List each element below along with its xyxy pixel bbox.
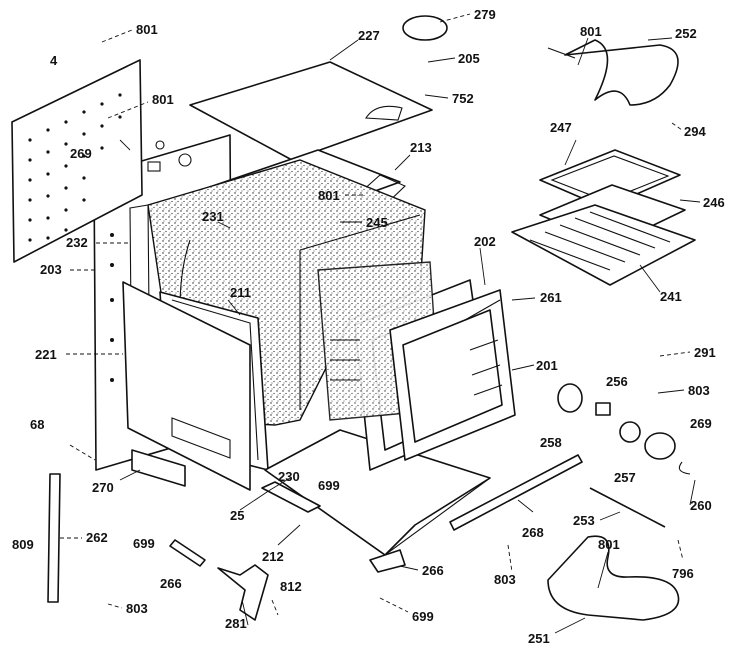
label-212: 212: [262, 549, 284, 564]
label-269b: 269: [690, 416, 712, 431]
oven-rack-241: [511, 204, 696, 286]
part-257: [619, 421, 641, 443]
label-270: 270: [92, 480, 114, 495]
label-279: 279: [474, 7, 496, 22]
rod-253: [589, 487, 666, 528]
label-232: 232: [66, 235, 88, 250]
part-266b: [369, 549, 406, 573]
label-812: 812: [280, 579, 302, 594]
label-269a: 269: [70, 146, 92, 161]
top-panel-227: [189, 61, 433, 161]
label-803b: 803: [494, 572, 516, 587]
label-699c: 699: [412, 609, 434, 624]
label-801c: 801: [152, 92, 174, 107]
strip-262: [47, 473, 61, 603]
element-251: [547, 535, 680, 621]
label-803a: 803: [688, 383, 710, 398]
label-699a: 699: [318, 478, 340, 493]
label-221: 221: [35, 347, 57, 362]
rear-panel-4: [11, 59, 143, 263]
label-281: 281: [225, 616, 247, 631]
label-268: 268: [522, 525, 544, 540]
label-260: 260: [690, 498, 712, 513]
label-796: 796: [672, 566, 694, 581]
part-281: [217, 564, 269, 621]
label-258: 258: [540, 435, 562, 450]
rail-268: [449, 454, 583, 531]
label-202: 202: [474, 234, 496, 249]
label-294: 294: [684, 124, 706, 139]
label-291: 291: [694, 345, 716, 360]
label-266a: 266: [160, 576, 182, 591]
label-252: 252: [675, 26, 697, 41]
label-205: 205: [458, 51, 480, 66]
label-247: 247: [550, 120, 572, 135]
label-752: 752: [452, 91, 474, 106]
label-230: 230: [278, 469, 300, 484]
label-801a: 801: [136, 22, 158, 37]
label-253: 253: [573, 513, 595, 528]
label-809: 809: [12, 537, 34, 552]
part-labels: 801 279 801 252 4 227 205 752 801 294 24…: [12, 7, 725, 646]
label-246: 246: [703, 195, 725, 210]
label-25: 25: [230, 508, 244, 523]
label-801d: 801: [318, 188, 340, 203]
rail-25: [261, 481, 321, 513]
label-261: 261: [540, 290, 562, 305]
label-257: 257: [614, 470, 636, 485]
label-231: 231: [202, 209, 224, 224]
part-258: [557, 383, 583, 413]
clip-260: [678, 461, 691, 475]
label-68: 68: [30, 417, 44, 432]
part-256: [595, 402, 611, 416]
leader-lines: [60, 13, 701, 634]
part-269b: [644, 432, 676, 460]
label-801e: 801: [598, 537, 620, 552]
oven-box-201: [389, 289, 516, 461]
element-252: [547, 39, 679, 106]
label-241: 241: [660, 289, 682, 304]
label-801b: 801: [580, 24, 602, 39]
label-245: 245: [366, 215, 388, 230]
label-213: 213: [410, 140, 432, 155]
label-266b: 266: [422, 563, 444, 578]
label-227: 227: [358, 28, 380, 43]
label-211: 211: [230, 285, 251, 300]
knob-279: [402, 15, 448, 41]
label-4: 4: [50, 53, 58, 68]
label-699b: 699: [133, 536, 155, 551]
label-201: 201: [536, 358, 558, 373]
label-203: 203: [40, 262, 62, 277]
label-803c: 803: [126, 601, 148, 616]
side-panel-221: [122, 281, 251, 491]
part-266a: [169, 539, 206, 567]
label-262: 262: [86, 530, 108, 545]
label-251: 251: [528, 631, 550, 646]
label-256: 256: [606, 374, 628, 389]
bracket-270: [131, 449, 186, 487]
